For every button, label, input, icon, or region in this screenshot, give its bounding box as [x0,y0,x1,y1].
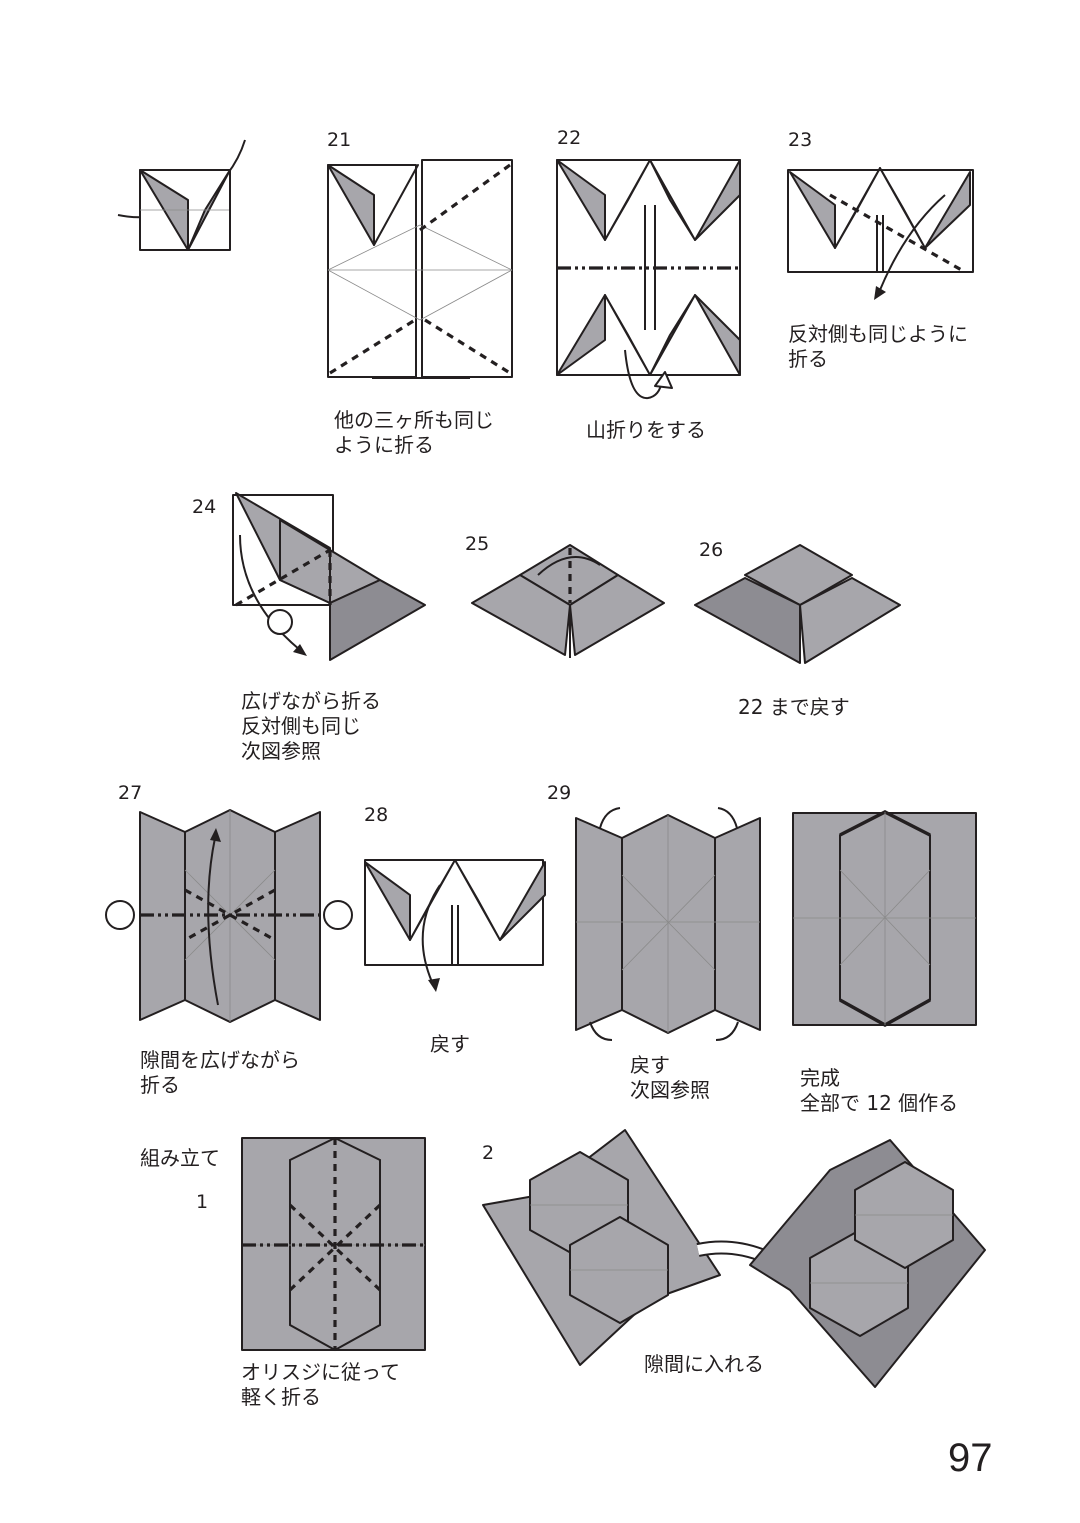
step-23-caption: 反対側も同じように 折る [788,322,968,371]
step-number-22: 22 [557,127,582,149]
step-number-27: 27 [118,782,143,804]
step-number-23: 23 [788,129,813,151]
step-21-figure [327,159,513,379]
step-28-caption: 戻す [430,1032,470,1056]
step-27-figure [105,809,353,1023]
assembly-step-number-1: 1 [196,1191,209,1213]
assembly-step-2-caption: 隙間に入れる [644,1352,764,1376]
step-29-caption: 戻す 次図参照 [630,1053,710,1102]
step-22-caption: 山折りをする [586,418,706,442]
completed-module-figure [792,810,977,1028]
step-29-figure [575,807,761,1041]
detail-zoom-figure [117,139,246,251]
step-22-figure [556,159,741,400]
page-number: 97 [948,1436,993,1480]
assembly-step-1-figure [241,1136,426,1352]
step-24-caption: 広げながら折る 反対側も同じ 次図参照 [241,689,381,763]
step-number-28: 28 [364,804,389,826]
step-number-24: 24 [192,496,217,518]
completed-caption: 完成 全部で 12 個作る [800,1066,959,1115]
step-number-29: 29 [547,782,572,804]
step-28-figure [364,859,546,992]
step-26-caption: 22 まで戻す [738,695,850,719]
step-number-21: 21 [327,129,352,151]
step-21-caption: 他の三ヶ所も同じ ように折る [334,408,494,457]
step-25-figure [471,544,665,658]
assembly-step-number-2: 2 [482,1142,495,1164]
step-24-figure [232,492,426,661]
step-number-26: 26 [699,539,724,561]
step-26-figure [694,544,901,664]
assembly-step-1-caption: オリスジに従って 軽く折る [241,1360,400,1409]
assembly-heading: 組み立て [140,1146,220,1170]
assembly-step-2-figure [482,1129,986,1388]
step-27-caption: 隙間を広げながら 折る [140,1048,300,1097]
step-number-25: 25 [465,533,490,555]
step-23-figure [787,167,974,300]
